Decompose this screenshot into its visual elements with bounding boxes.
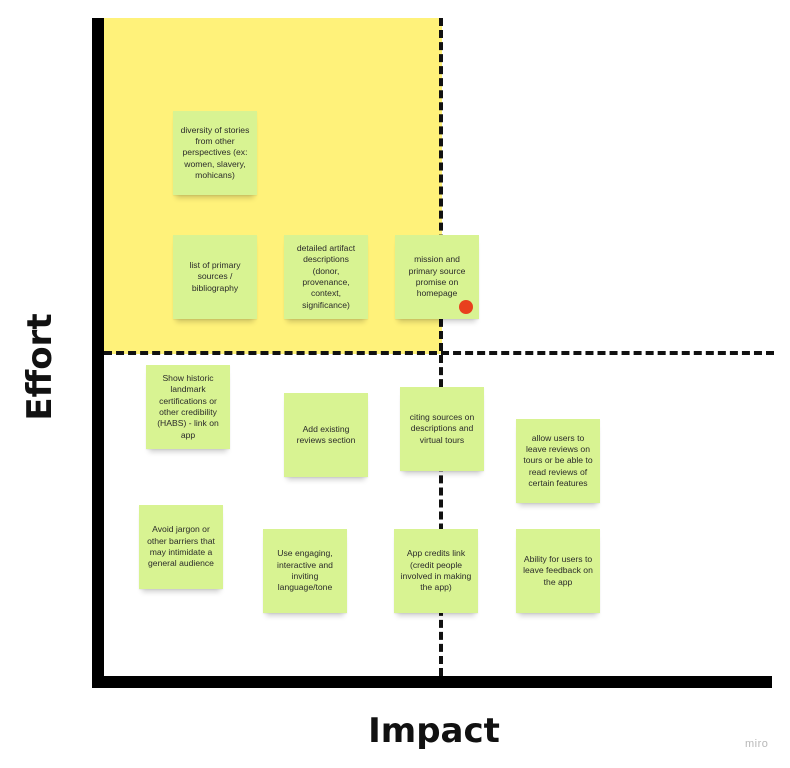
- sticky-note-text: Show historic landmark certifications or…: [157, 372, 219, 440]
- horizontal-divider: [104, 351, 774, 355]
- vote-dot[interactable]: [459, 300, 473, 314]
- miro-watermark: miro: [745, 738, 769, 750]
- sticky-note-text: Avoid jargon or other barriers that may …: [147, 524, 215, 569]
- sticky-note[interactable]: App credits link (credit people involved…: [394, 529, 478, 613]
- y-axis-line: [92, 18, 104, 688]
- x-axis-line: [92, 676, 772, 688]
- sticky-note[interactable]: allow users to leave reviews on tours or…: [516, 419, 600, 503]
- high-effort-low-impact-quadrant: [104, 18, 442, 354]
- sticky-note[interactable]: citing sources on descriptions and virtu…: [400, 387, 484, 471]
- sticky-note-text: allow users to leave reviews on tours or…: [523, 432, 593, 489]
- sticky-note[interactable]: list of primary sources / bibliography: [173, 235, 257, 319]
- sticky-note-text: citing sources on descriptions and virtu…: [409, 411, 475, 445]
- sticky-note[interactable]: detailed artifact descriptions (donor, p…: [284, 235, 368, 319]
- sticky-note-text: Add existing reviews section: [296, 423, 356, 445]
- sticky-note-text: Ability for users to leave feedback on t…: [523, 553, 593, 587]
- sticky-note-text: App credits link (credit people involved…: [400, 548, 472, 593]
- sticky-note-text: Use engaging, interactive and inviting l…: [277, 548, 333, 593]
- sticky-note-text: diversity of stories from other perspect…: [180, 124, 250, 181]
- sticky-note-text: list of primary sources / bibliography: [189, 259, 241, 293]
- sticky-note[interactable]: Add existing reviews section: [284, 393, 368, 477]
- sticky-note[interactable]: Ability for users to leave feedback on t…: [516, 529, 600, 613]
- sticky-note[interactable]: Show historic landmark certifications or…: [146, 365, 230, 449]
- y-axis-label: Effort: [20, 313, 60, 421]
- x-axis-label: Impact: [368, 711, 500, 751]
- sticky-note[interactable]: Avoid jargon or other barriers that may …: [139, 505, 223, 589]
- vertical-divider: [439, 18, 443, 676]
- sticky-note-text: detailed artifact descriptions (donor, p…: [296, 242, 356, 310]
- sticky-note[interactable]: diversity of stories from other perspect…: [173, 111, 257, 195]
- sticky-note[interactable]: Use engaging, interactive and inviting l…: [263, 529, 347, 613]
- sticky-note-text: mission and primary source promise on ho…: [408, 254, 466, 299]
